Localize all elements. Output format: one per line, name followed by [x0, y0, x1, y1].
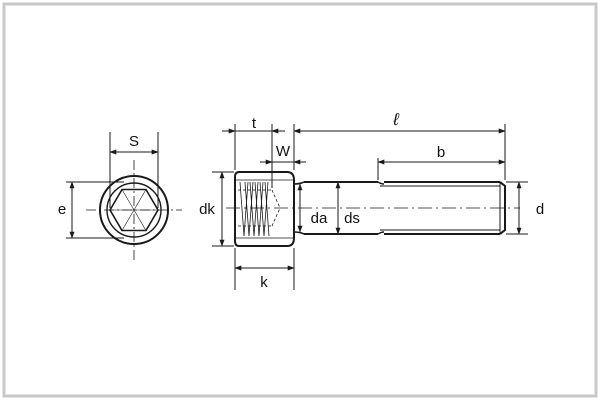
dimension-t: [222, 124, 285, 188]
label-e: e: [58, 201, 66, 218]
dimension-dk: [212, 171, 234, 247]
dimension-d: [506, 181, 528, 235]
label-b: b: [437, 144, 445, 161]
label-ell: ℓ: [392, 110, 399, 129]
dimension-b: [377, 158, 506, 180]
end-view: [86, 160, 182, 260]
label-t: t: [252, 115, 257, 132]
label-w: W: [276, 143, 291, 160]
end-view-outer-circle: [99, 175, 169, 245]
label-s: S: [129, 133, 139, 150]
screw-head: [234, 171, 295, 247]
dimension-s: [109, 132, 159, 208]
label-dk: dk: [199, 201, 215, 218]
screw-shank: [293, 181, 506, 235]
label-d: d: [536, 201, 544, 218]
dimension-e: [66, 181, 124, 239]
label-da: da: [311, 210, 328, 227]
head-knurling: [239, 181, 270, 237]
end-view-inner-circle: [106, 182, 162, 238]
label-k: k: [260, 274, 268, 291]
label-ds: ds: [344, 210, 360, 227]
dimension-ell: [293, 124, 506, 180]
dimension-k: [234, 248, 295, 290]
